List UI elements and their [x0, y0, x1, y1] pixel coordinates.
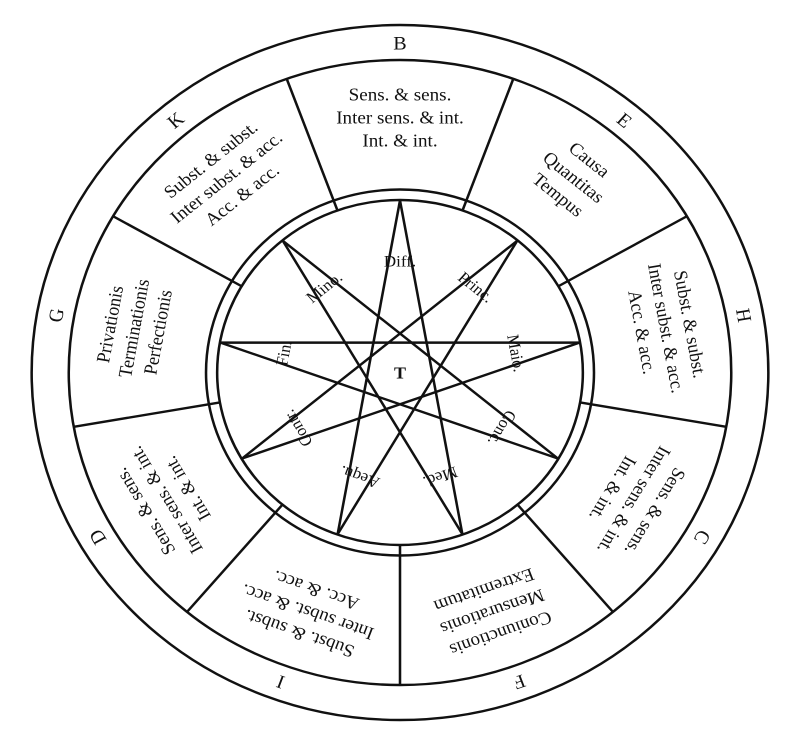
star-line — [241, 341, 580, 460]
star-label: Diff. — [384, 252, 416, 270]
star-line — [398, 200, 464, 535]
sector-divider — [516, 503, 614, 613]
sector-divider — [285, 78, 339, 211]
sector-letter: I — [274, 670, 288, 691]
star-line — [336, 240, 519, 535]
sector-letter: C — [689, 526, 714, 547]
star-label: Fin. — [272, 339, 296, 367]
sector-divider — [579, 401, 727, 428]
star-line — [336, 200, 402, 535]
sector-letter: B — [393, 34, 406, 54]
sector-letter: G — [45, 307, 69, 324]
sector-text-line: Int. & int. — [362, 131, 437, 151]
sector-text-line: Sens. & sens. — [349, 85, 452, 105]
sector-divider — [186, 503, 284, 613]
sector-text-line: Inter sens. & int. — [336, 108, 464, 128]
center-label: T — [394, 363, 406, 382]
sector-letter: K — [164, 109, 189, 133]
star-line — [220, 341, 559, 460]
sector-divider — [73, 401, 221, 428]
sector-divider — [461, 78, 515, 211]
sector-divider — [112, 215, 243, 288]
sector-letter: H — [731, 307, 755, 324]
sector-letter: E — [612, 109, 635, 132]
sector-letter: D — [86, 526, 112, 548]
sector-dividers — [73, 78, 727, 685]
star-label: Aequ. — [337, 462, 382, 493]
sector-letter: F — [510, 670, 528, 693]
star-line — [241, 239, 519, 460]
star-line — [281, 239, 559, 460]
outer-circle — [30, 23, 770, 722]
sector-divider — [557, 215, 688, 288]
star-line — [281, 240, 464, 535]
nine-pointed-star — [220, 200, 580, 535]
